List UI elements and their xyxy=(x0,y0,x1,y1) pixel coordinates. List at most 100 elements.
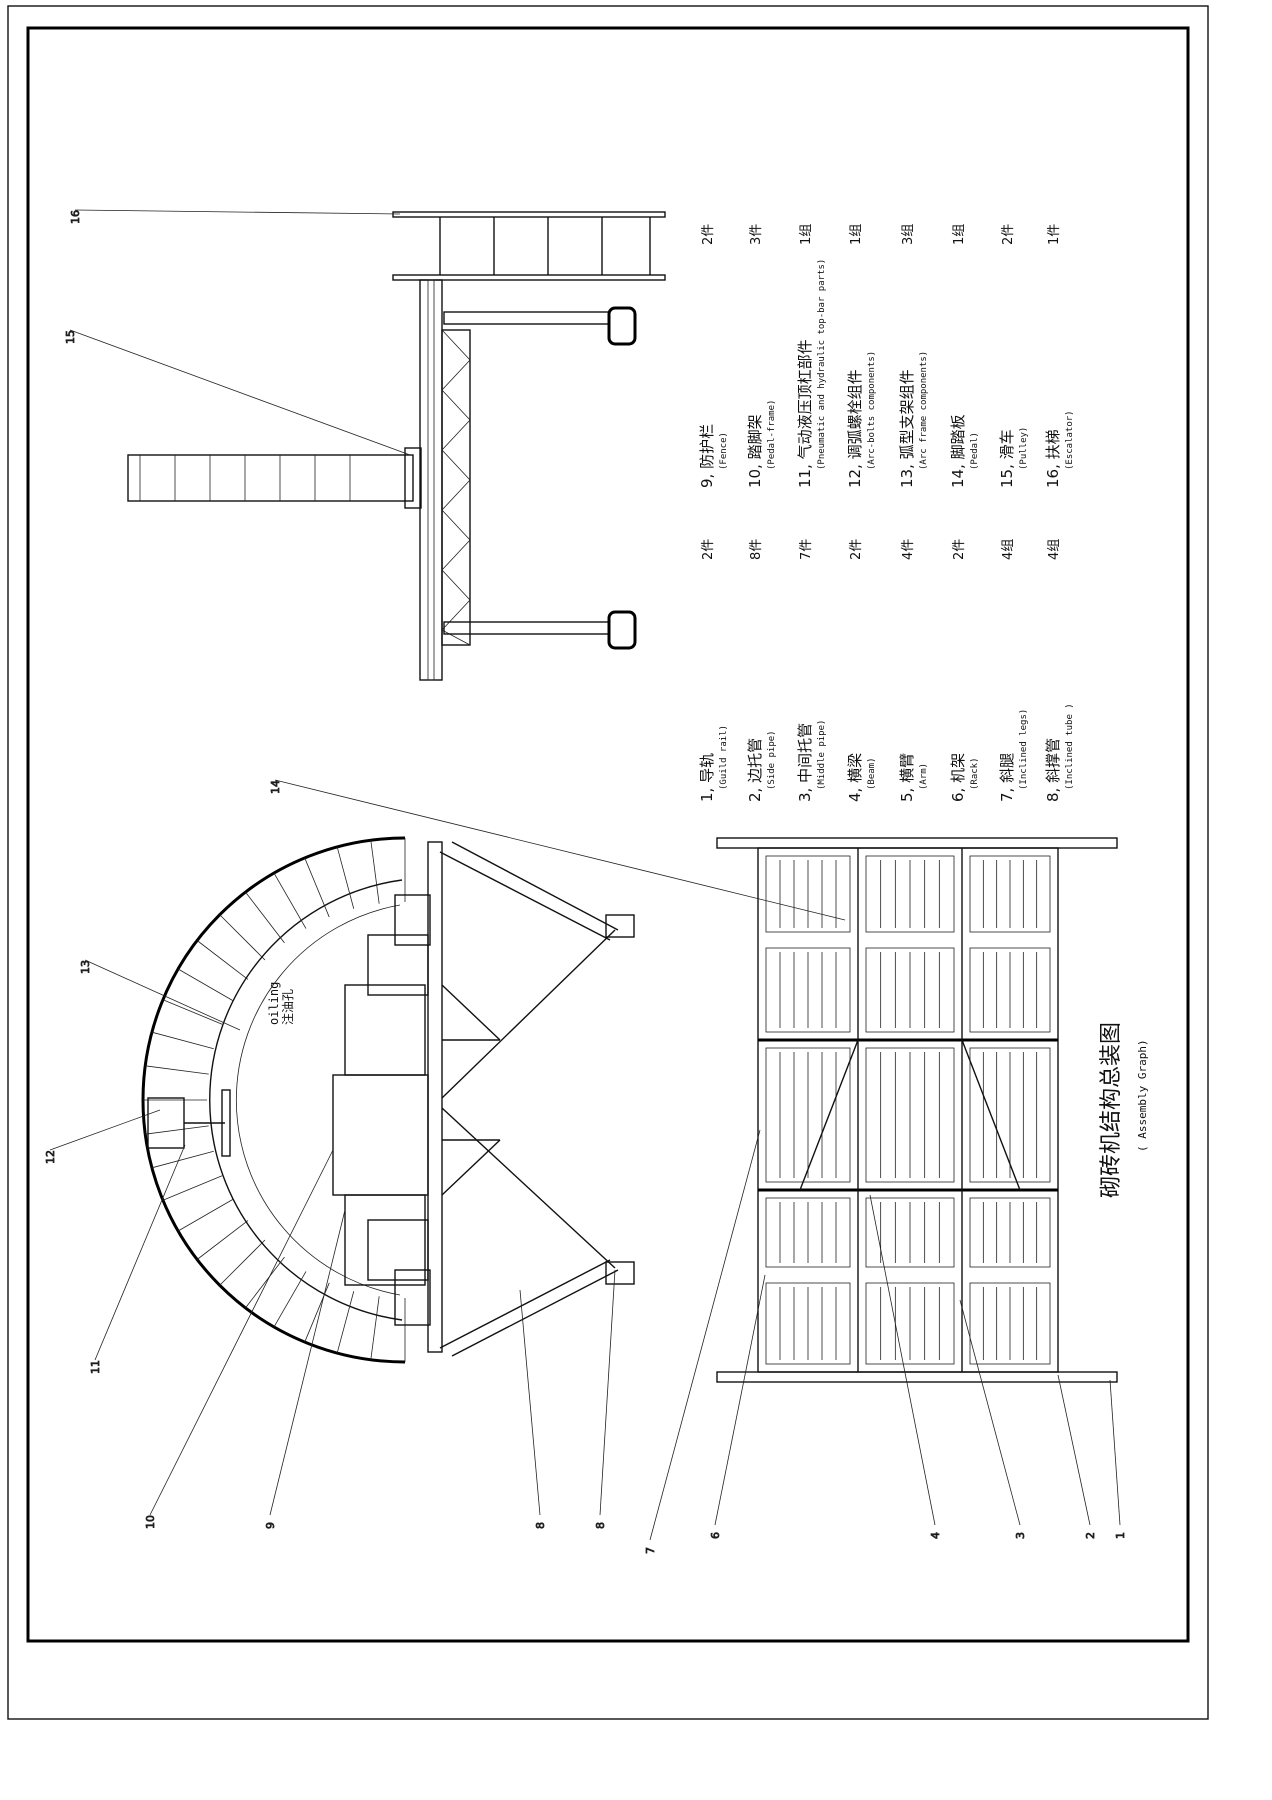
arc-segment xyxy=(162,999,223,1025)
callout-leader xyxy=(869,1194,936,1526)
part-name: 2, 边托管 xyxy=(746,738,764,802)
part-name-en: (Guild rail) xyxy=(719,725,729,790)
part-quantity: 3组 xyxy=(901,224,916,245)
part-name: 3, 中间托管 xyxy=(796,723,814,802)
callout-leader xyxy=(649,1129,761,1541)
leg-top xyxy=(443,311,610,325)
inner-border xyxy=(26,26,1190,1643)
part-name-en: (Fence) xyxy=(719,432,729,470)
part-quantity: 2件 xyxy=(849,539,864,560)
callout-leader xyxy=(1057,1374,1091,1526)
callout-leader xyxy=(959,1299,1021,1526)
part-name-en: (Side pipe) xyxy=(767,730,777,790)
truss xyxy=(441,329,471,646)
arc-segment xyxy=(219,1239,266,1286)
callout-number: 6 xyxy=(709,1532,722,1539)
callout-leader xyxy=(599,1269,616,1516)
part-quantity: 2件 xyxy=(952,539,967,560)
part-name: 8, 斜撑管 xyxy=(1044,738,1062,802)
arc-segment xyxy=(196,940,249,980)
part-name-en: (Middle pipe) xyxy=(817,720,827,790)
part-name: 15, 滑车 xyxy=(998,429,1016,488)
part-name-en: (Arc frame components) xyxy=(919,351,929,470)
part-name: 10, 踏脚架 xyxy=(746,414,764,488)
pulley-top xyxy=(607,306,637,346)
arc-segment xyxy=(151,1150,214,1169)
part-name: 13, 弧型支架组件 xyxy=(898,369,916,488)
part-name-en: (Pneumatic and hydraulic top-bar parts) xyxy=(817,259,827,470)
arc-segment xyxy=(162,1175,223,1201)
arc-segment xyxy=(177,968,234,1002)
part-name-en: (Pedal-frame) xyxy=(767,400,777,470)
callout-number: 15 xyxy=(64,330,77,344)
front-column xyxy=(427,841,443,1353)
escalator-rail-top xyxy=(392,211,666,218)
callout-leader xyxy=(94,1144,186,1361)
pedal-panel xyxy=(765,1282,851,1365)
callout-number: 16 xyxy=(69,210,82,224)
part-name-en: (Rack) xyxy=(970,757,980,790)
pedal-panel xyxy=(969,1047,1051,1183)
part-quantity: 4组 xyxy=(1047,539,1062,560)
platform-center xyxy=(332,1074,429,1196)
callout-number: 14 xyxy=(269,780,282,794)
part-name-en: (Inclined legs) xyxy=(1019,709,1029,790)
pedal-panel xyxy=(865,1197,955,1268)
arc-segment xyxy=(304,857,330,918)
part-name-en: (Pulley) xyxy=(1019,427,1029,470)
arc-segment xyxy=(370,1296,380,1360)
arc-segment xyxy=(177,1198,234,1232)
part-quantity: 1组 xyxy=(799,224,814,245)
arc-segment xyxy=(273,1271,307,1328)
callout-leader xyxy=(1109,1379,1121,1526)
callout-leader xyxy=(714,1274,766,1526)
arc-segment xyxy=(145,1125,209,1135)
part-name: 7, 斜腿 xyxy=(998,753,1016,802)
arc-segment xyxy=(145,1065,209,1075)
callout-leader xyxy=(49,1109,161,1151)
arc-segment xyxy=(151,1031,214,1050)
callout-number: 1 xyxy=(1114,1532,1127,1539)
callout-leader xyxy=(519,1289,541,1516)
arc-frame-inner xyxy=(209,879,403,1321)
oiling-label-en: oiling xyxy=(267,982,281,1025)
extension-arm xyxy=(127,454,414,502)
part-name: 1, 导轨 xyxy=(698,753,716,802)
callout-leader xyxy=(274,779,846,921)
arc-segment xyxy=(196,1220,249,1260)
part-name-en: (Pedal) xyxy=(970,432,980,470)
part-quantity: 1组 xyxy=(849,224,864,245)
part-name: 4, 横梁 xyxy=(846,753,864,802)
callout-number: 8 xyxy=(534,1522,547,1529)
part-quantity: 4组 xyxy=(1001,539,1016,560)
leg-bottom xyxy=(443,621,610,635)
leg-foot-bottom xyxy=(605,1261,635,1285)
pedal-panel xyxy=(969,1282,1051,1365)
pedal-panel xyxy=(865,947,955,1033)
side-view xyxy=(716,837,1118,1383)
part-quantity: 3件 xyxy=(749,224,764,245)
pulley-bottom xyxy=(607,610,637,650)
pedal-panel xyxy=(865,855,955,933)
callout-number: 11 xyxy=(89,1360,102,1374)
top-view xyxy=(127,211,666,681)
part-name: 12, 调弧螺栓组件 xyxy=(846,369,864,488)
part-quantity: 2件 xyxy=(701,224,716,245)
pedal-panel xyxy=(969,1197,1051,1268)
callout-leader xyxy=(84,959,241,1031)
part-name-en: (Arc-bolts components) xyxy=(867,351,877,470)
drawing-title: 砌砖机结构总装图 xyxy=(1099,1022,1124,1198)
part-name-en: (Beam) xyxy=(867,757,877,790)
pedal-panel xyxy=(765,947,851,1033)
part-quantity: 4件 xyxy=(901,539,916,560)
arc-segment xyxy=(273,872,307,929)
oiling-label-zh: 注油孔 xyxy=(280,989,295,1025)
arc-segment xyxy=(370,840,380,904)
pedal-panel xyxy=(765,1197,851,1268)
callout-number: 13 xyxy=(79,960,92,974)
pedal-panel xyxy=(765,855,851,933)
part-quantity: 1件 xyxy=(1047,224,1062,245)
